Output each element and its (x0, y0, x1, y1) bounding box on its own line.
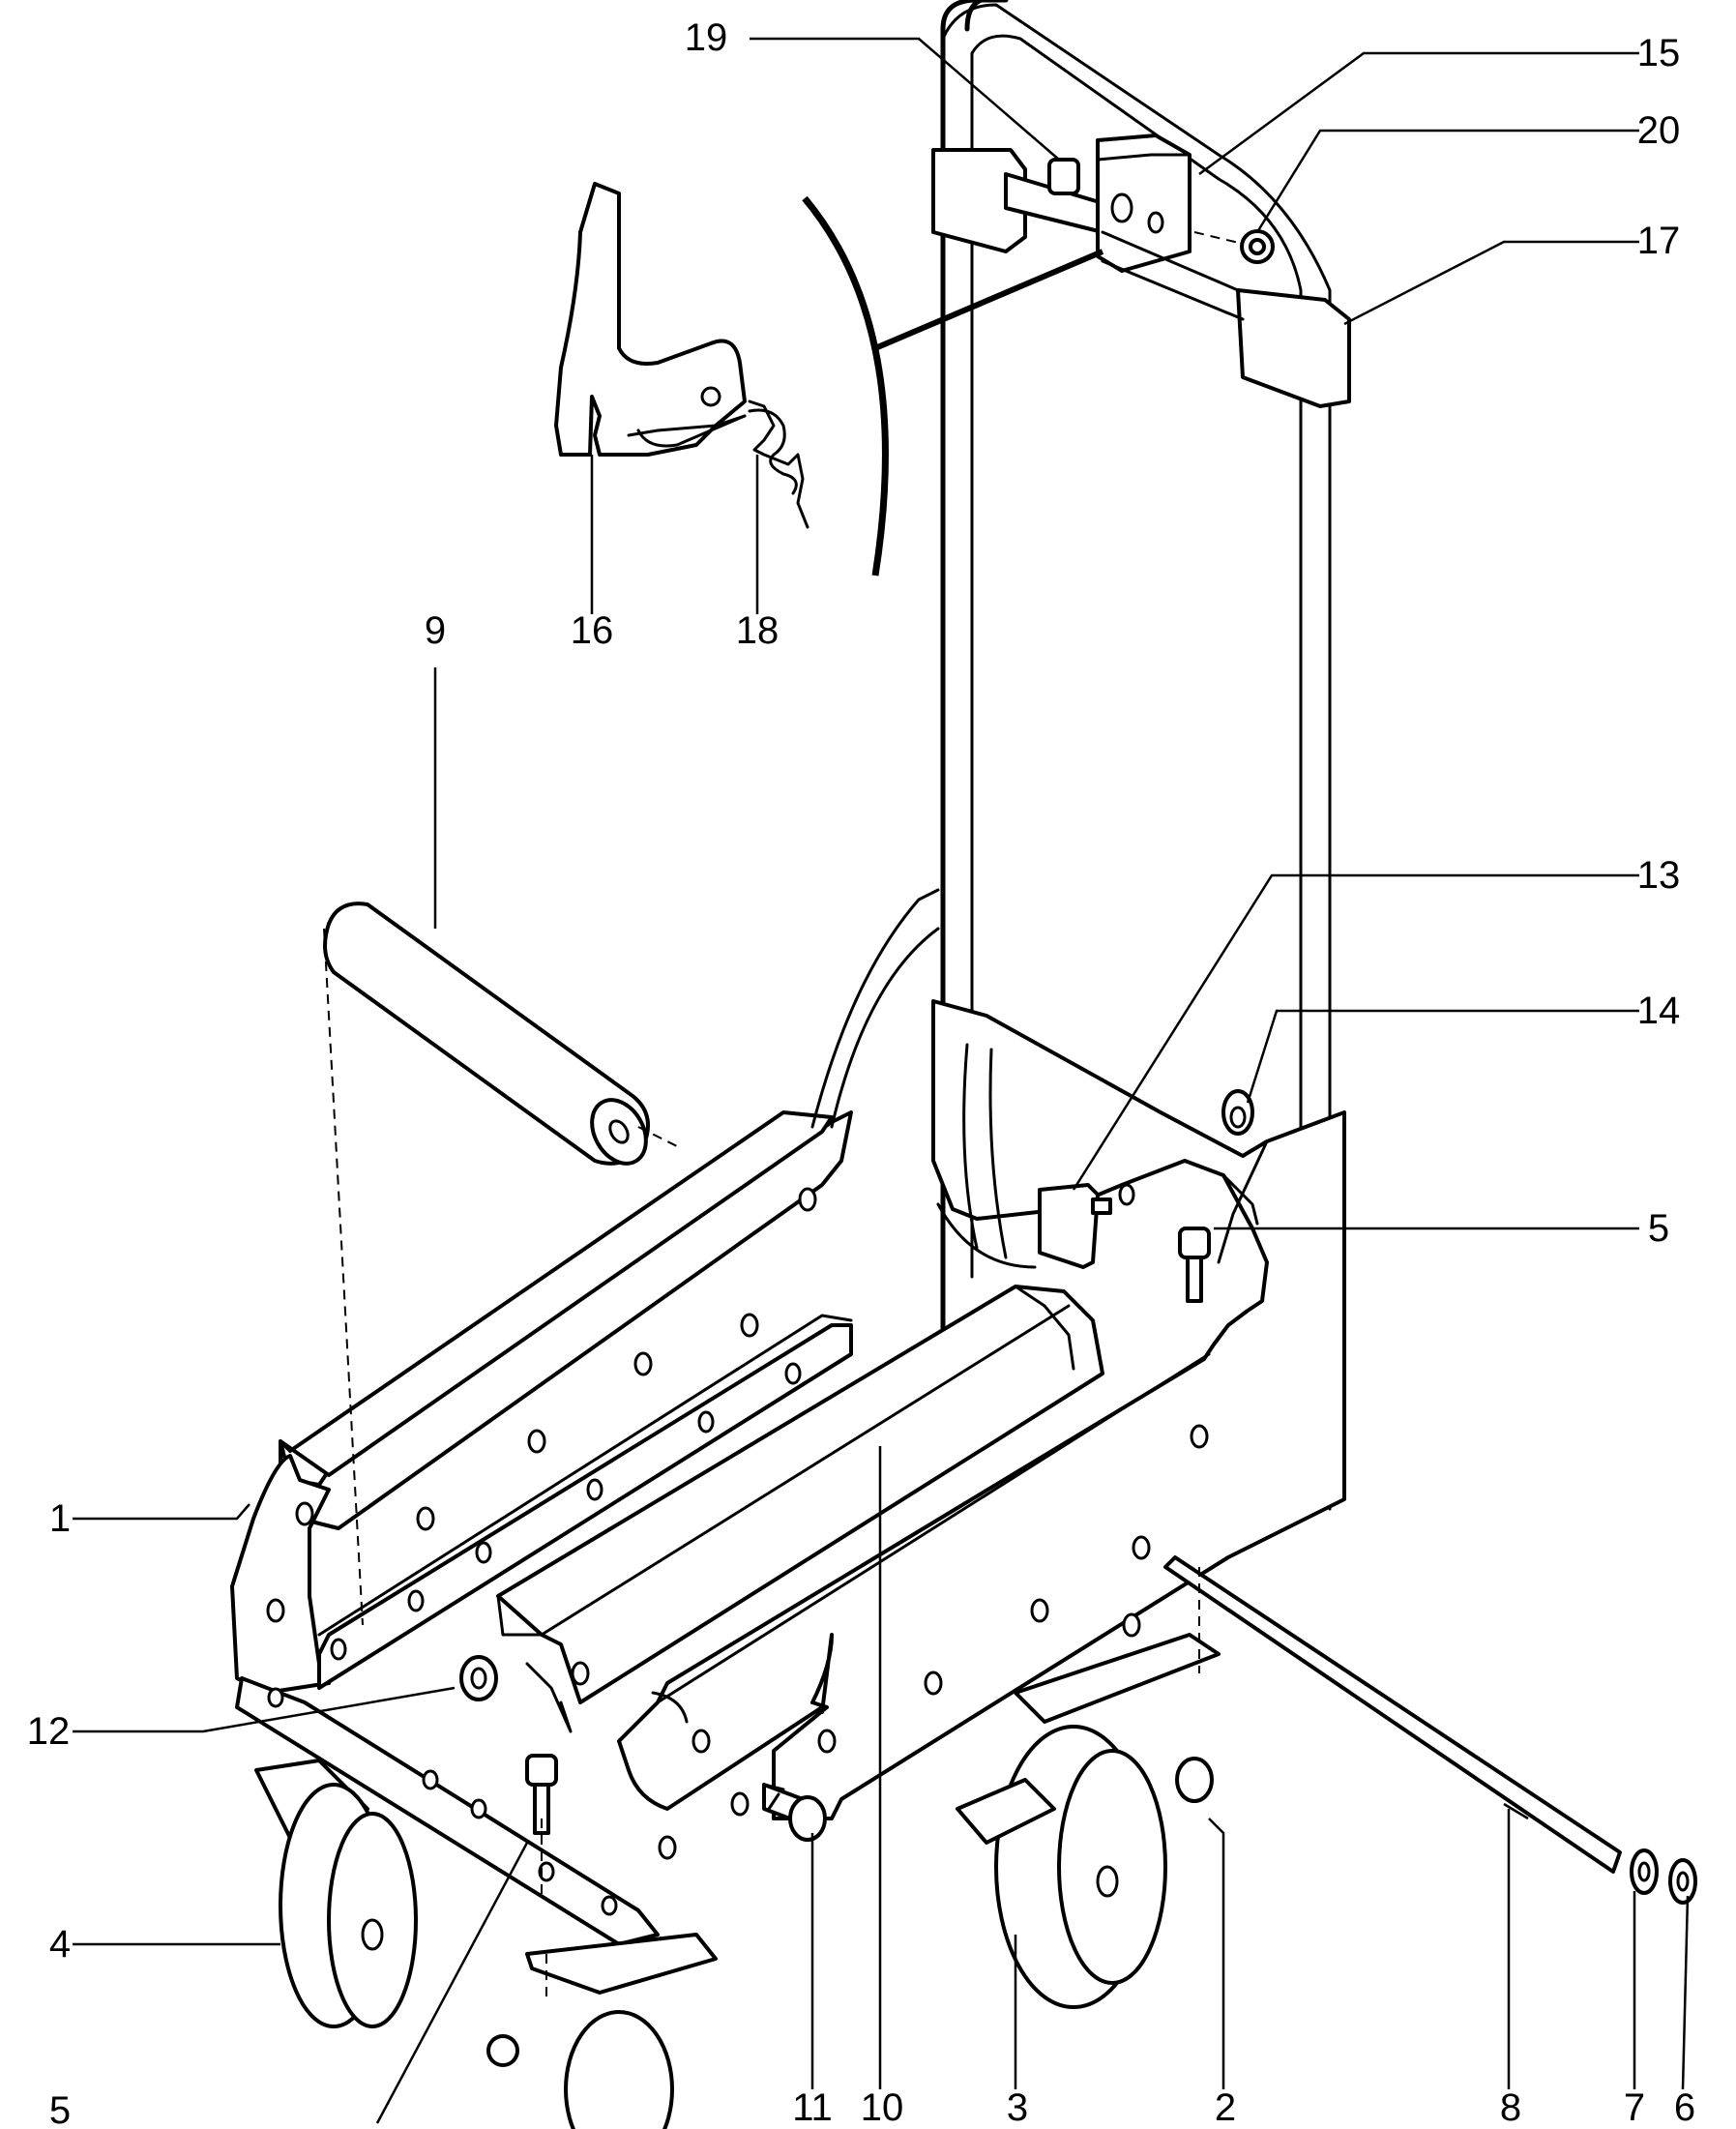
callout-12: 12 (27, 1710, 71, 1753)
callout-5-upper: 5 (1648, 1207, 1669, 1250)
detail-view-latch (554, 182, 1104, 577)
inner-rail (317, 1314, 853, 1690)
callout-18: 18 (736, 609, 780, 652)
callout-14: 14 (1637, 990, 1681, 1032)
leader-lines (73, 37, 1690, 2124)
base-plate (235, 1676, 660, 1946)
callout-15: 15 (1637, 32, 1681, 74)
bolt-5-lower (525, 1754, 558, 1835)
callout-6: 6 (1674, 2086, 1695, 2129)
callout-5-lower: 5 (49, 2089, 71, 2129)
caster-rear-right-3 (956, 1633, 1221, 2009)
callout-1: 1 (49, 1497, 71, 1540)
center-channel (496, 1285, 1104, 1733)
callout-9: 9 (425, 609, 446, 652)
nut-12 (459, 1655, 498, 1701)
handle-clamp-assembly (931, 133, 1351, 408)
callout-7: 7 (1624, 2086, 1645, 2129)
callout-2: 2 (1215, 2086, 1236, 2129)
callout-13: 13 (1637, 854, 1681, 897)
roller-part (323, 902, 678, 1166)
callout-16: 16 (571, 609, 614, 652)
callout-3: 3 (1007, 2086, 1028, 2129)
callout-19: 19 (685, 16, 728, 59)
caster-front-center (486, 1933, 718, 2129)
bolt-11 (762, 1783, 827, 1842)
assembly-guide-lines (323, 928, 1200, 2002)
callout-labels: 19 15 20 17 9 16 18 13 14 5 1 12 4 5 11 … (27, 16, 1695, 2129)
callout-17: 17 (1637, 220, 1681, 262)
left-side-panel (230, 888, 940, 1695)
callout-20: 20 (1637, 109, 1681, 152)
callout-11: 11 (792, 2086, 833, 2129)
axle-rod (1163, 1555, 1697, 1905)
callout-10: 10 (861, 2086, 904, 2129)
callout-8: 8 (1500, 2086, 1521, 2129)
callout-4: 4 (49, 1923, 71, 1966)
caster-front-left-4 (254, 1759, 418, 2028)
